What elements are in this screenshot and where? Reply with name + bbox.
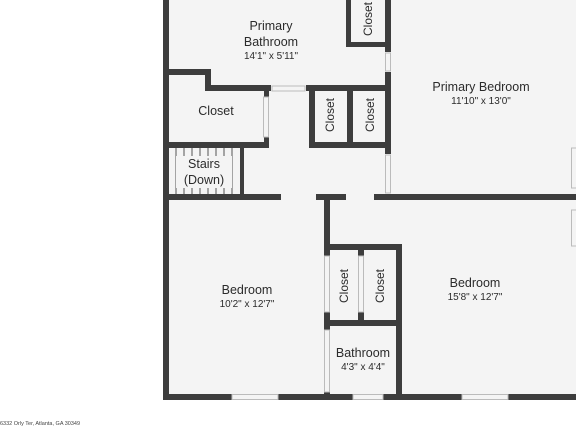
wall-topcloset-left (346, 0, 351, 46)
bathroom-dims: 4'3" x 4'4" (341, 362, 385, 373)
wall-hallcloset-mid (347, 90, 353, 148)
closet-top-name: Closet (361, 2, 375, 37)
label-bedroom-left: Bedroom 10'2" x 12'7" (204, 283, 290, 311)
window-bath (352, 394, 384, 400)
window-bed-left (231, 394, 279, 400)
wall-topcloset-bottom (346, 42, 390, 47)
wall-bedrooms-top-left (166, 194, 281, 200)
label-closet-top: Closet (361, 0, 375, 41)
wall-bath-bottom-left (166, 69, 210, 75)
label-stairs: Stairs (Down) (176, 156, 232, 188)
primary-bedroom-dims: 11'10" x 13'0" (451, 96, 511, 107)
bathroom-name: Bathroom (335, 346, 391, 360)
closet-hall-1-name: Closet (323, 98, 337, 133)
door-bathroom (324, 329, 330, 393)
label-bathroom: Bathroom 4'3" x 4'4" (328, 346, 398, 374)
wall-midcloset-right (396, 244, 402, 324)
wall-midcloset-bottom (324, 320, 402, 326)
window-primary (385, 52, 391, 72)
wall-bath-step (205, 69, 211, 91)
wall-hallcloset-left (309, 90, 315, 148)
closet-mid-2-name: Closet (373, 269, 387, 304)
door-hall-top (271, 85, 306, 92)
footer-address: 6332 Orly Ter, Atlanta, GA 30349 (0, 421, 81, 427)
window-right-bottom (571, 209, 576, 247)
door-primary (385, 154, 391, 194)
bedroom-right-dims: 15'8" x 12'7" (447, 292, 503, 303)
stairs-name: Stairs (Down) (183, 157, 225, 187)
label-closet-hall-1: Closet (323, 93, 337, 137)
wall-primary-left-top (385, 0, 391, 52)
primary-bathroom-name: Primary Bathroom (243, 19, 299, 49)
primary-bedroom-name: Primary Bedroom (432, 80, 530, 94)
wall-closet-left-bottom (166, 142, 269, 148)
wall-stairs-right (240, 146, 244, 196)
openings (231, 52, 576, 400)
closet-left-name: Closet (198, 104, 234, 118)
door-midcloset-2 (358, 255, 364, 313)
label-primary-bedroom: Primary Bedroom 11'10" x 13'0" (418, 80, 544, 108)
wall-bath-bottom-mid (205, 85, 271, 91)
label-primary-bathroom: Primary Bathroom 14'1" x 5'11" (226, 18, 316, 63)
label-closet-mid-1: Closet (337, 264, 351, 308)
wall-bath-bottom-right (306, 85, 390, 91)
label-bedroom-right: Bedroom 15'8" x 12'7" (432, 276, 518, 304)
wall-hallcloset-bottom (309, 142, 391, 148)
label-closet-mid-2: Closet (373, 264, 387, 308)
closet-hall-2-name: Closet (363, 98, 377, 133)
window-bed-right (461, 394, 509, 400)
closet-mid-1-name: Closet (337, 269, 351, 304)
wall-bathroom-right (396, 320, 402, 398)
door-midcloset-1 (324, 255, 330, 313)
window-left-closet (263, 96, 269, 138)
bedroom-right-name: Bedroom (449, 276, 501, 290)
wall-bedrooms-top-right (374, 194, 576, 200)
label-closet-hall-2: Closet (363, 93, 377, 137)
bedroom-left-dims: 10'2" x 12'7" (219, 299, 275, 310)
wall-bedrooms-top-mid (316, 194, 346, 200)
bedroom-left-name: Bedroom (221, 283, 273, 297)
window-right-top (571, 147, 576, 189)
label-closet-left: Closet (186, 104, 246, 119)
primary-bathroom-dims: 14'1" x 5'11" (243, 51, 299, 62)
wall-primary-left-mid (385, 72, 391, 154)
